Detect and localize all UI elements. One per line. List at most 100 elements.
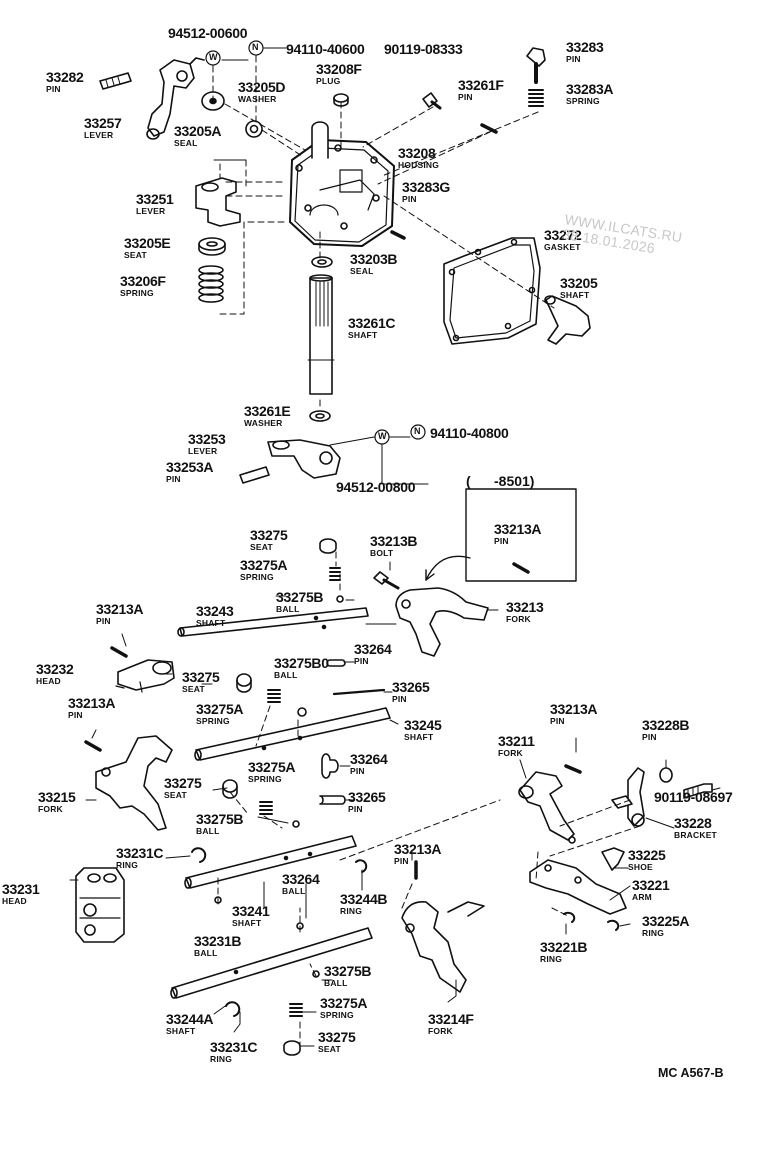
- spring-33275a-c: [259, 801, 273, 815]
- spring-33275a-b: [267, 689, 281, 703]
- seat-33275-b: [236, 673, 252, 693]
- ball-33275b0: [297, 707, 307, 717]
- washer-symbol: W: [378, 431, 387, 441]
- washer-33261e: [309, 410, 331, 422]
- shoe-33225: [601, 847, 625, 871]
- housing-33208: [289, 121, 395, 247]
- part-label: 90119-08697: [654, 789, 733, 805]
- lever-33253: [267, 439, 341, 479]
- seat-33205e: [198, 237, 226, 256]
- pin-33228b: [659, 767, 673, 783]
- seal-33205a: [245, 120, 263, 138]
- shaft-33241: [184, 835, 357, 889]
- bolt-90119-08333: [422, 92, 442, 110]
- part-label: 94512-00800: [336, 479, 416, 495]
- pin-33283: [526, 47, 546, 84]
- head-33232: [115, 659, 175, 693]
- seat-33275-a: [319, 538, 337, 554]
- shaft-33243: [177, 607, 369, 637]
- seat-33275-c: [222, 779, 238, 799]
- fork-33213: [395, 587, 489, 657]
- pin-33282: [99, 72, 132, 90]
- dashed-leader-lines: [212, 55, 555, 483]
- bolt-90119-08697: [683, 783, 713, 799]
- shaft-33245: [194, 707, 391, 761]
- diagram-reference-code: MC A567-B: [658, 1066, 724, 1080]
- washer-symbol: W: [209, 52, 218, 62]
- seat-33275-d: [283, 1040, 301, 1056]
- washer-33205d: [201, 91, 225, 111]
- spring-33206f: [198, 265, 224, 303]
- ball-33275b-a: [336, 595, 344, 603]
- n-symbol: N: [252, 42, 259, 52]
- bolt-33213b: [373, 571, 400, 590]
- n-symbol: N: [414, 426, 421, 436]
- lever-33251: [195, 177, 241, 227]
- shaft-33261c: [307, 274, 335, 395]
- pin-33213a-3: [564, 764, 582, 774]
- part-label: 94110-40600: [286, 41, 365, 57]
- shaft-33244a: [170, 927, 373, 999]
- pin-33213a-box: [512, 562, 530, 574]
- variant-box: [425, 488, 577, 582]
- pin-33261f: [480, 123, 498, 134]
- part-label: 90119-08333: [384, 41, 463, 57]
- part-label: 94110-40800: [430, 425, 509, 441]
- pin-33265-a: [332, 688, 386, 696]
- shaft-33205: [544, 295, 591, 345]
- pin-33283g: [390, 230, 406, 240]
- ring-33221b: [563, 911, 576, 923]
- serial-range-note: ( -8501): [466, 473, 535, 489]
- solid-leader-lines: [221, 47, 429, 485]
- ring-33231c-a: [191, 847, 207, 863]
- fork-33214f: [401, 901, 485, 993]
- seal-33203b: [311, 256, 333, 268]
